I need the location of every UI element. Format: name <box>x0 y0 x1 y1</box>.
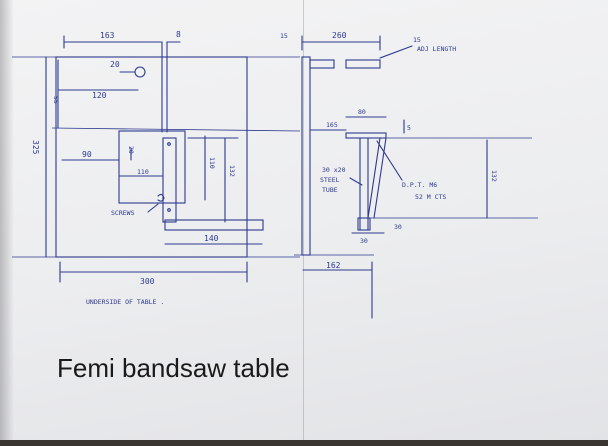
dim-325: 325 <box>31 140 40 155</box>
paper-fold-line <box>303 0 304 440</box>
tube-label-1: 30 x20 <box>322 166 346 174</box>
dim-132: 132 <box>228 165 236 177</box>
tube-label-2: STEEL <box>320 176 340 184</box>
table-outline <box>55 56 248 258</box>
dim-15-right: 15 <box>413 36 421 44</box>
view-label-underside: UNDERSIDE OF TABLE . <box>86 298 164 306</box>
bracket-box <box>118 130 186 204</box>
fence-block <box>309 59 335 69</box>
dim-120: 120 <box>92 91 107 100</box>
upper-bar <box>345 132 387 139</box>
dpt-label-1: D.P.T. M6 <box>402 181 437 189</box>
strut-foot <box>357 217 371 231</box>
dim-slot-8: 8 <box>176 30 181 39</box>
dim-15-left: 15 <box>280 32 288 40</box>
bracket-arm <box>164 219 264 231</box>
dim-30-b: 30 <box>360 237 368 245</box>
dim-163: 163 <box>100 31 115 40</box>
drawing-caption: Femi bandsaw table <box>57 353 290 383</box>
paper-shadow <box>0 0 14 440</box>
dim-5: 5 <box>407 124 411 132</box>
dim-162: 162 <box>326 261 341 270</box>
dim-90: 90 <box>82 150 92 159</box>
dim-140: 140 <box>204 234 219 243</box>
dim-132-right: 132 <box>490 170 498 182</box>
screws-label: SCREWS <box>111 209 135 217</box>
dim-30-a: 30 <box>394 223 402 231</box>
adj-length-label: ADJ LENGTH <box>417 45 456 53</box>
dpt-label-2: 52 M CTS <box>415 193 446 201</box>
bracket-upright <box>162 137 177 223</box>
adj-block <box>345 59 381 69</box>
tube-label-3: TUBE <box>322 186 338 194</box>
dim-260: 260 <box>332 31 347 40</box>
dim-55: 55 <box>52 96 60 104</box>
dim-110-vertical: 110 <box>208 157 216 169</box>
left-view: 163 8 20 120 55 325 20 90 110 110 132 <box>12 30 301 306</box>
side-plate <box>301 56 311 256</box>
dim-165: 165 <box>326 121 338 129</box>
dim-80: 80 <box>358 108 366 116</box>
right-view: 15 260 15 ADJ LENGTH 80 165 5 30 x20 STE… <box>280 31 538 319</box>
pivot-hole <box>134 66 146 78</box>
dim-110-horizontal: 110 <box>137 168 149 176</box>
dim-300: 300 <box>140 277 155 286</box>
dim-20-hole: 20 <box>110 60 120 69</box>
